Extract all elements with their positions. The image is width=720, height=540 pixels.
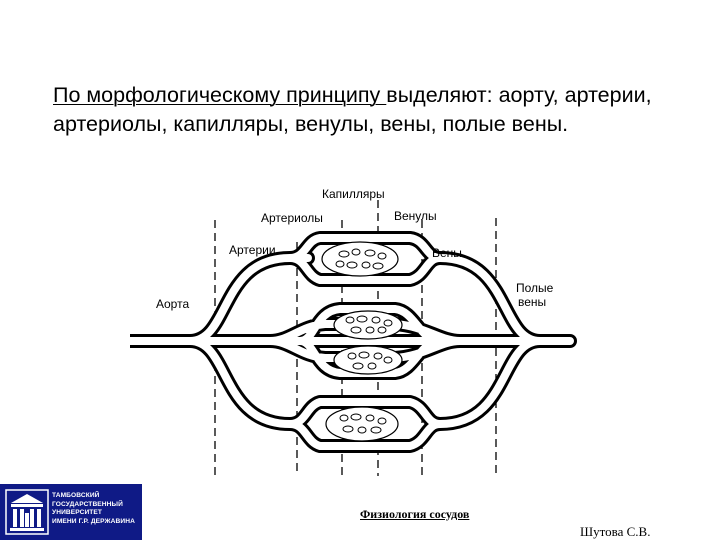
university-building-emblem-icon bbox=[5, 489, 49, 535]
slide-text-underlined: По морфологическому принципу bbox=[53, 83, 387, 107]
label-venules: Венулы bbox=[394, 209, 437, 223]
capillary-bed-upper bbox=[321, 241, 399, 277]
vessel-diagram: Капилляры Артериолы Венулы Артерии Вены … bbox=[130, 187, 577, 480]
capillary-mesh bbox=[335, 248, 393, 434]
slide-text-rest: выделяют: аорту, артерии, артериолы, кап… bbox=[53, 83, 652, 136]
label-veins: Вены bbox=[432, 246, 462, 260]
footer-bar: ТАМБОВСКИЙ ГОСУДАРСТВЕННЫЙ УНИВЕРСИТЕТ И… bbox=[0, 484, 720, 540]
label-arteries: Артерии bbox=[229, 243, 276, 257]
label-arterioles: Артериолы bbox=[261, 211, 323, 225]
label-capillaries: Капилляры bbox=[322, 187, 385, 201]
label-vena-cava-line2: вены bbox=[518, 295, 546, 309]
slide-body-text: По морфологическому принципу выделяют: а… bbox=[53, 81, 693, 139]
label-vena-cava-line1: Полые bbox=[516, 281, 554, 295]
capillary-bed-lower bbox=[325, 406, 399, 442]
university-logo-block: ТАМБОВСКИЙ ГОСУДАРСТВЕННЫЙ УНИВЕРСИТЕТ И… bbox=[0, 484, 142, 540]
course-title: Физиология сосудов bbox=[360, 507, 470, 521]
university-name: ТАМБОВСКИЙ ГОСУДАРСТВЕННЫЙ УНИВЕРСИТЕТ И… bbox=[52, 492, 135, 525]
footer-white-strip bbox=[142, 484, 720, 540]
label-aorta: Аорта bbox=[156, 297, 189, 311]
author-name: Шутова С.В. bbox=[580, 524, 651, 539]
